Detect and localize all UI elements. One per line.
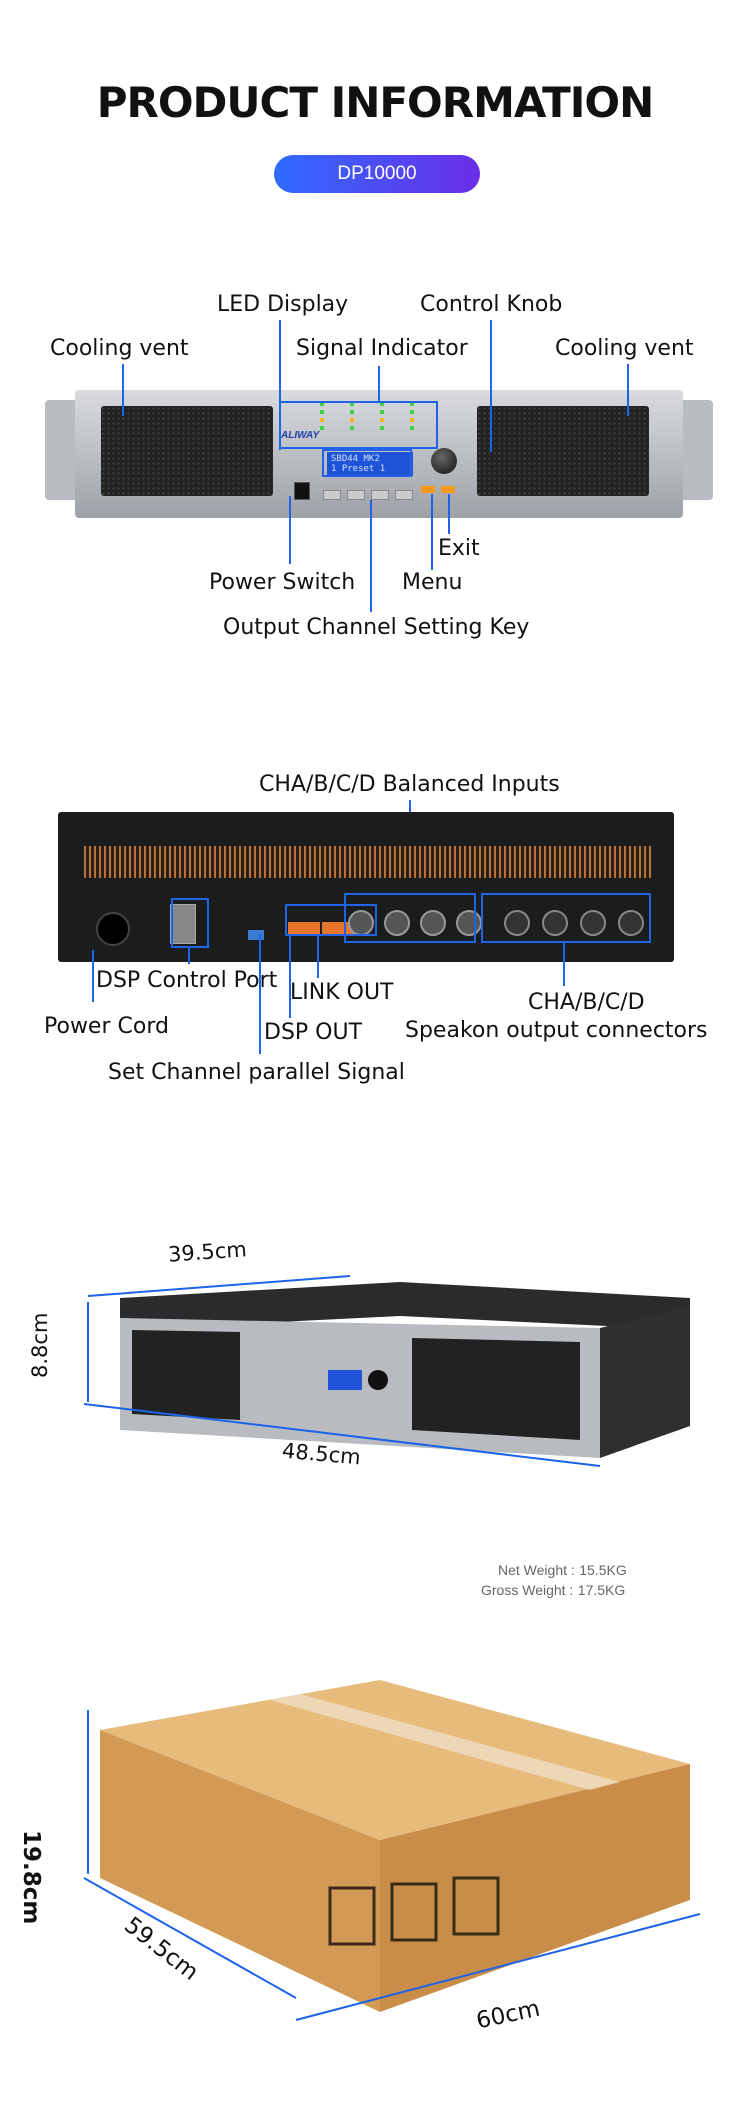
leader-speakon [563, 942, 565, 986]
leader-dsp-out [289, 934, 291, 1018]
label-balanced-inputs: CHA/B/C/D Balanced Inputs [259, 772, 560, 797]
label-output-channel-setting-key: Output Channel Setting Key [223, 615, 530, 640]
label-speakon-line1: CHA/B/C/D [528, 990, 645, 1015]
dsp-control-box [171, 898, 209, 948]
box-tape [270, 1694, 620, 1790]
dsp-out-link-box [285, 904, 377, 936]
exit-button[interactable] [441, 486, 455, 493]
label-power-switch: Power Switch [209, 570, 356, 595]
xlr-input-a [348, 910, 374, 936]
lcd-line-2: 1 Preset 1 [331, 464, 386, 474]
box-left-face [100, 1730, 380, 2012]
label-cooling-vent-right: Cooling vent [555, 336, 694, 361]
dim-box-height: 19.8cm [18, 1830, 44, 1925]
label-link-out: LINK OUT [290, 980, 394, 1005]
leader-led-display [279, 320, 281, 450]
label-dsp-control-port: DSP Control Port [96, 968, 278, 993]
gross-weight: Gross Weight : 17.5KG [481, 1582, 625, 1600]
device-vent-right [412, 1338, 580, 1440]
leader-output-keys [370, 500, 372, 612]
gross-weight-label: Gross Weight : [481, 1582, 574, 1598]
leader-link-out [317, 934, 319, 978]
menu-button[interactable] [421, 486, 435, 493]
amplifier-rear-image [58, 812, 674, 962]
label-led-display: LED Display [217, 292, 349, 317]
device-side [600, 1306, 690, 1458]
output-key-b[interactable] [347, 490, 365, 500]
label-dsp-out: DSP OUT [264, 1020, 363, 1045]
power-switch[interactable] [294, 482, 310, 500]
control-knob[interactable] [431, 448, 457, 474]
device-dimension-drawing [83, 1275, 690, 1467]
page-title: PRODUCT INFORMATION [96, 78, 655, 127]
leader-menu [431, 494, 433, 570]
leader-vent-left [122, 364, 124, 416]
cooling-vent-left [101, 406, 273, 496]
led-display-box [322, 449, 412, 477]
leader-parallel [259, 934, 261, 1054]
dim-width-line [83, 1403, 601, 1467]
net-weight-label: Net Weight : [498, 1562, 575, 1578]
lcd-line-1: SBD44 MK2 [331, 454, 380, 464]
box-top [100, 1680, 690, 1840]
label-control-knob: Control Knob [420, 292, 563, 317]
device-lcd [328, 1370, 362, 1390]
package-box-drawing [83, 1680, 701, 2021]
signal-indicator-box [279, 401, 438, 449]
label-speakon-line2: Speakon output connectors [405, 1018, 708, 1043]
leader-power-switch [289, 496, 291, 564]
cooling-vent-right [477, 406, 649, 496]
label-cooling-vent-left: Cooling vent [50, 336, 189, 361]
leader-vent-right [627, 364, 629, 416]
speakon-d [618, 910, 644, 936]
label-menu: Menu [402, 570, 463, 595]
dsp-control-port [170, 904, 196, 944]
device-knob [368, 1370, 388, 1390]
box-right-face [380, 1764, 690, 2012]
net-weight-value: 15.5KG [579, 1562, 627, 1578]
speakon-a [504, 910, 530, 936]
xlr-input-b [384, 910, 410, 936]
dim-depth-line [87, 1275, 351, 1297]
output-key-a[interactable] [323, 490, 341, 500]
box-dim-depth-line [83, 1877, 297, 1999]
speakon-box [481, 893, 651, 943]
leader-power-cord [92, 950, 94, 1002]
signal-indicator-leds [320, 402, 472, 440]
power-cord-socket [96, 912, 130, 946]
rear-chassis [58, 812, 674, 962]
leader-control-knob [490, 320, 492, 452]
amplifier-front-image: ALIWAY SBD44 MK2 1 Preset 1 [45, 390, 713, 525]
this-way-up-icon [390, 1882, 438, 1942]
link-out-terminal [322, 922, 354, 934]
speakon-b [542, 910, 568, 936]
model-badge: DP10000 [274, 155, 480, 193]
output-key-d[interactable] [395, 490, 413, 500]
rear-heatsink-fins [84, 846, 652, 878]
device-vent-left [132, 1330, 240, 1420]
parallel-dip-switch [248, 930, 264, 940]
led-display: SBD44 MK2 1 Preset 1 [327, 452, 413, 476]
umbrella-icon [328, 1886, 376, 1946]
dim-device-height: 8.8cm [28, 1312, 52, 1378]
label-power-cord: Power Cord [44, 1014, 169, 1039]
device-top [120, 1282, 690, 1330]
balanced-inputs-box [344, 893, 476, 943]
gross-weight-value: 17.5KG [577, 1582, 626, 1598]
dsp-out-terminal [288, 922, 320, 934]
speakon-c [580, 910, 606, 936]
net-weight: Net Weight : 15.5KG [498, 1562, 627, 1580]
leader-exit [448, 494, 450, 534]
label-exit: Exit [438, 536, 480, 561]
label-signal-indicator: Signal Indicator [296, 336, 468, 361]
fragile-glass-icon [452, 1876, 500, 1936]
box-dim-width-line [295, 1913, 701, 2021]
output-key-c[interactable] [371, 490, 389, 500]
leader-signal-indicator [378, 366, 380, 402]
xlr-input-c [420, 910, 446, 936]
brand-logo: ALIWAY [281, 430, 320, 441]
label-set-channel-parallel: Set Channel parallel Signal [108, 1060, 405, 1085]
leader-dsp-control [188, 946, 190, 964]
